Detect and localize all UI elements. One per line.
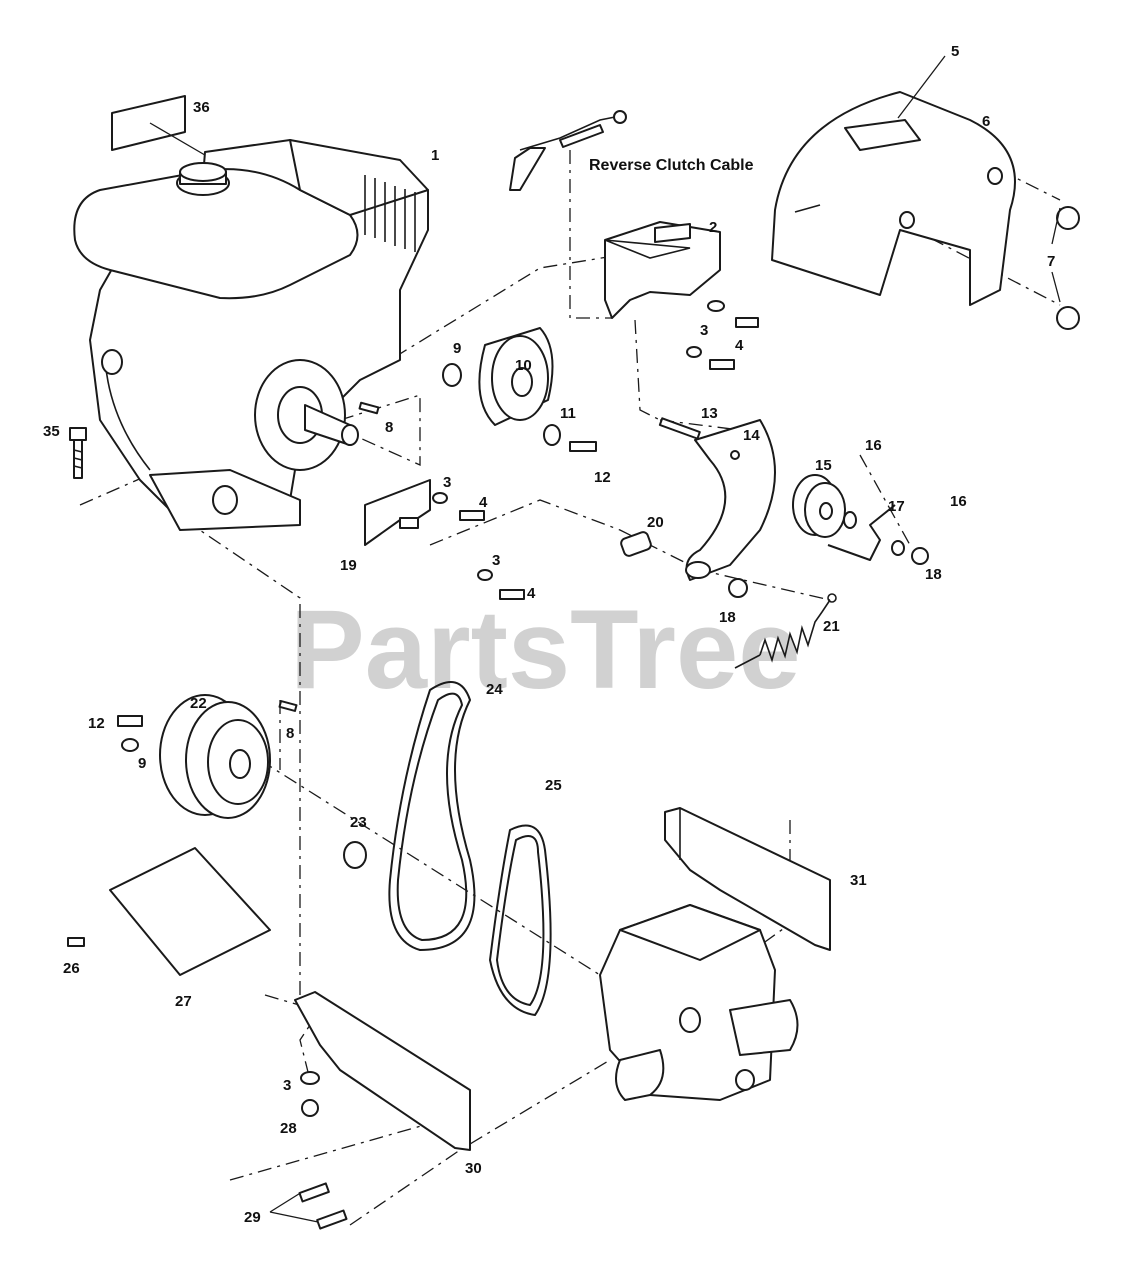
fastener-hardware-lower bbox=[67, 937, 348, 1230]
washer-23 bbox=[343, 841, 367, 869]
callout-18: 18 bbox=[925, 566, 942, 583]
callout-3: 3 bbox=[700, 322, 708, 339]
callout-9: 9 bbox=[453, 340, 461, 357]
engine-1 bbox=[73, 139, 429, 531]
callout-16: 16 bbox=[865, 437, 882, 454]
callout-numbers: 1 2 3 4 5 6 7 9 10 11 8 12 13 14 15 16 1… bbox=[43, 43, 1055, 1226]
transmission bbox=[599, 904, 799, 1101]
callout-24: 24 bbox=[486, 681, 503, 698]
reverse-clutch-cable-caption: Reverse Clutch Cable bbox=[589, 157, 754, 174]
callout-25: 25 bbox=[545, 777, 562, 794]
cable-bracket-2 bbox=[604, 221, 721, 319]
label-decal-36 bbox=[111, 95, 211, 159]
key-8-upper bbox=[358, 401, 380, 415]
transmission-pulley-22 bbox=[117, 694, 271, 819]
mounting-bracket-30 bbox=[294, 991, 471, 1151]
callout-4: 4 bbox=[479, 494, 488, 511]
callout-28: 28 bbox=[280, 1120, 297, 1137]
callout-8: 8 bbox=[385, 419, 393, 436]
callout-4: 4 bbox=[527, 585, 536, 602]
callout-12: 12 bbox=[88, 715, 105, 732]
transmission-bracket-31 bbox=[664, 807, 831, 951]
callout-9: 9 bbox=[138, 755, 146, 772]
callout-8: 8 bbox=[286, 725, 294, 742]
callout-27: 27 bbox=[175, 993, 192, 1010]
callout-3: 3 bbox=[283, 1077, 291, 1094]
key-8-lower bbox=[278, 700, 298, 712]
callout-10: 10 bbox=[515, 357, 532, 374]
idler-arm-14 bbox=[658, 417, 776, 581]
callout-11: 11 bbox=[560, 405, 576, 422]
reverse-clutch-cable bbox=[509, 110, 627, 191]
callout-16: 16 bbox=[950, 493, 967, 510]
drive-belts bbox=[388, 681, 552, 1016]
callout-20: 20 bbox=[647, 514, 664, 531]
callout-4: 4 bbox=[735, 337, 744, 354]
engine-pulley-10 bbox=[442, 327, 597, 452]
nuts-7 bbox=[1051, 206, 1080, 330]
callout-36: 36 bbox=[193, 99, 210, 116]
spacer-20 bbox=[620, 531, 652, 557]
spring-21 bbox=[734, 593, 837, 669]
callout-15: 15 bbox=[815, 457, 832, 474]
callout-23: 23 bbox=[350, 814, 367, 831]
callout-13: 13 bbox=[701, 405, 718, 422]
callout-14: 14 bbox=[743, 427, 760, 444]
callout-6: 6 bbox=[982, 113, 990, 130]
callout-31: 31 bbox=[850, 872, 867, 889]
callout-21: 21 bbox=[823, 618, 840, 635]
belt-cover-6 bbox=[771, 55, 1016, 306]
partstree-watermark: PartsTree bbox=[290, 587, 801, 712]
callout-3: 3 bbox=[492, 552, 500, 569]
idler-pulley-15 bbox=[728, 474, 929, 598]
callout-12: 12 bbox=[594, 469, 611, 486]
callout-30: 30 bbox=[465, 1160, 482, 1177]
callout-26: 26 bbox=[63, 960, 80, 977]
cover-plate-27 bbox=[109, 847, 271, 976]
callout-35: 35 bbox=[43, 423, 60, 440]
callout-2: 2 bbox=[709, 219, 717, 236]
bolt-35 bbox=[69, 427, 87, 479]
callout-18: 18 bbox=[719, 609, 736, 626]
washer-bolt-set-upper bbox=[686, 300, 759, 370]
callout-29: 29 bbox=[244, 1209, 261, 1226]
callout-17: 17 bbox=[888, 498, 905, 515]
callout-5: 5 bbox=[951, 43, 959, 60]
callout-1: 1 bbox=[431, 147, 439, 164]
idler-bracket-19 bbox=[364, 479, 525, 600]
callout-3: 3 bbox=[443, 474, 451, 491]
callout-22: 22 bbox=[190, 695, 207, 712]
callout-19: 19 bbox=[340, 557, 357, 574]
callout-7: 7 bbox=[1047, 253, 1055, 270]
